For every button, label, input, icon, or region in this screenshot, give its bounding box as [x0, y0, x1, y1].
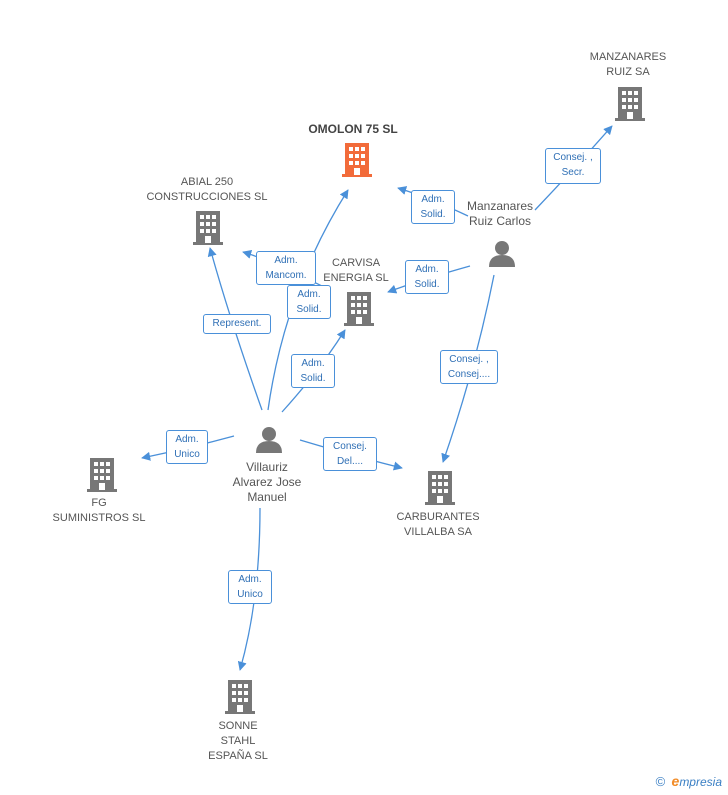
- edge-label-line: Solid.: [414, 279, 440, 290]
- edge-label-line: Solid.: [300, 373, 326, 384]
- edge-label-villauriz-carvisa[interactable]: Adm. Solid.: [291, 354, 335, 388]
- edge-label-line: Consej. ,: [449, 354, 489, 365]
- edge-label-line: Adm.: [297, 289, 321, 300]
- copyright-icon: ©: [655, 774, 666, 789]
- node-label-line: Manzanares: [466, 199, 534, 213]
- edge-label-villauriz-carburantes[interactable]: Consej. Del....: [323, 437, 377, 471]
- sonne-building-icon: [225, 680, 255, 714]
- edge-label-line: Secr.: [561, 167, 585, 178]
- node-label-line: STAHL: [220, 735, 256, 747]
- node-label-line: Villauriz: [246, 460, 288, 474]
- node-label-fg[interactable]: FG SUMINISTROS SL: [49, 496, 149, 526]
- node-label-carvisa[interactable]: CARVISA ENERGIA SL: [316, 256, 396, 286]
- edge-label-line: Adm.: [175, 434, 199, 445]
- carburantes-building-icon: [425, 471, 455, 505]
- edge-label-line: Del....: [336, 456, 364, 467]
- edge-label-carlos-carvisa[interactable]: Adm. Solid.: [405, 260, 449, 294]
- node-label-line: OMOLON 75 SL: [308, 122, 398, 136]
- node-label-carburantes[interactable]: CARBURANTES VILLALBA SA: [388, 510, 488, 540]
- edge-label-line: Unico: [237, 589, 263, 600]
- edge-label-villauriz-abial-mancom[interactable]: Adm. Mancom.: [256, 251, 316, 285]
- node-label-line: SONNE: [218, 720, 258, 732]
- edge-label-carlos-omolon[interactable]: Adm. Solid.: [411, 190, 455, 224]
- node-label-line: CARBURANTES: [396, 511, 480, 523]
- node-label-line: ABIAL 250: [180, 176, 234, 188]
- edge-label-line: Unico: [174, 449, 200, 460]
- node-label-line: Manuel: [247, 490, 287, 504]
- node-label-manzanares-carlos[interactable]: Manzanares Ruiz Carlos: [455, 199, 545, 229]
- edge-label-line: Adm.: [421, 194, 445, 205]
- abial-building-icon: [193, 211, 223, 245]
- omolon-building-icon: [342, 143, 372, 177]
- brand-initial: e: [671, 773, 680, 789]
- edge-label-line: Consej. ,: [553, 152, 593, 163]
- fg-building-icon: [87, 458, 117, 492]
- node-label-line: Ruiz Carlos: [468, 214, 531, 228]
- brand-name: mpresia: [679, 775, 722, 789]
- edge-label-line: Adm.: [301, 358, 325, 369]
- manzanares-carlos-person-icon: [489, 241, 515, 267]
- node-label-line: MANZANARES: [589, 51, 667, 63]
- node-label-line: FG: [91, 497, 107, 509]
- edge-label-line: Consej.: [333, 441, 367, 452]
- edge-label-villauriz-sonne[interactable]: Adm. Unico: [228, 570, 272, 604]
- node-label-line: ENERGIA SL: [323, 272, 389, 284]
- node-label-line: RUIZ SA: [606, 66, 650, 78]
- edge-label-villauriz-omolon[interactable]: Adm. Solid.: [287, 285, 331, 319]
- node-label-line: SUMINISTROS SL: [52, 512, 146, 524]
- edge-label-villauriz-abial-represent[interactable]: Represent.: [203, 314, 271, 334]
- node-label-abial[interactable]: ABIAL 250 CONSTRUCCIONES SL: [137, 175, 277, 205]
- edge-label-line: Adm.: [415, 264, 439, 275]
- edge-label-manzanares-sa[interactable]: Consej. , Secr.: [545, 148, 601, 184]
- edge-label-line: Solid.: [420, 209, 446, 220]
- edge-label-line: Adm.: [274, 255, 298, 266]
- villauriz-person-icon: [256, 427, 282, 453]
- footer-brand[interactable]: © empresia: [656, 773, 722, 789]
- node-label-villauriz[interactable]: Villauriz Alvarez Jose Manuel: [222, 460, 312, 505]
- edge-label-line: Solid.: [296, 304, 322, 315]
- edge-label-villauriz-fg[interactable]: Adm. Unico: [166, 430, 208, 464]
- node-label-line: ESPAÑA SL: [208, 750, 268, 762]
- manzanares-sa-building-icon: [615, 87, 645, 121]
- node-label-line: Alvarez Jose: [232, 475, 302, 489]
- carvisa-building-icon: [344, 292, 374, 326]
- edge-label-carlos-carburantes[interactable]: Consej. , Consej....: [440, 350, 498, 384]
- node-label-manzanares-sa[interactable]: MANZANARES RUIZ SA: [578, 50, 678, 80]
- node-label-line: CARVISA: [331, 257, 381, 269]
- edge-label-line: Represent.: [212, 318, 262, 329]
- edge-label-line: Adm.: [238, 574, 262, 585]
- node-label-line: CONSTRUCCIONES SL: [146, 191, 268, 203]
- edge-label-line: Consej....: [447, 369, 491, 380]
- node-label-sonne[interactable]: SONNE STAHL ESPAÑA SL: [198, 719, 278, 764]
- edge-label-line: Mancom.: [265, 270, 307, 281]
- node-label-line: VILLALBA SA: [404, 526, 472, 538]
- node-label-omolon[interactable]: OMOLON 75 SL: [293, 122, 413, 137]
